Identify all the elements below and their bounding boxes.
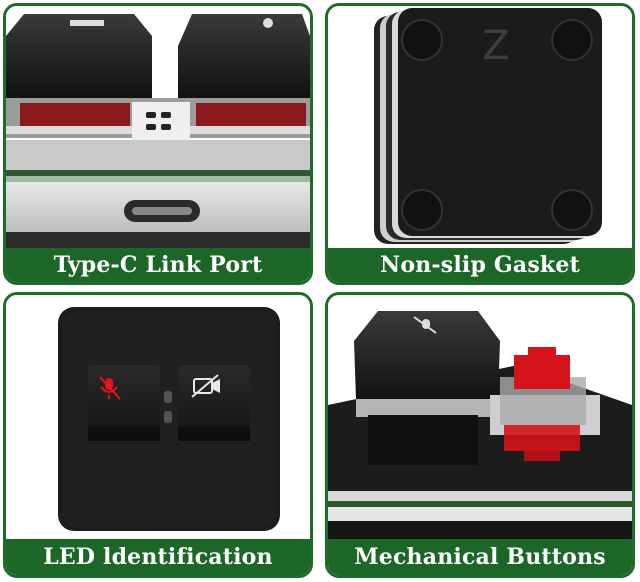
red-switch-stem xyxy=(514,355,570,389)
panel-mechanical-buttons: Mechanical Buttons xyxy=(325,292,635,578)
rubber-foot xyxy=(401,19,443,61)
panel-caption: Mechanical Buttons xyxy=(328,539,632,575)
rubber-foot xyxy=(401,189,443,231)
gasket-letter: Z xyxy=(482,23,510,69)
panel-caption: Non-slip Gasket xyxy=(328,248,632,282)
type-c-port-illustration xyxy=(6,6,310,250)
panel-led-identification: LED ldentification xyxy=(3,292,313,578)
camera-off-icon xyxy=(191,374,220,398)
key-legend-icon xyxy=(70,20,104,26)
panel-type-c-port: Type-C Link Port xyxy=(3,3,313,285)
microphone-mute-icon xyxy=(99,376,121,400)
mechanical-switch-illustration xyxy=(328,295,632,541)
gasket-illustration: Z xyxy=(328,6,632,250)
panel-caption: Type-C Link Port xyxy=(6,248,310,282)
panel-non-slip-gasket: Z Non-slip Gasket xyxy=(325,3,635,285)
led-illustration xyxy=(6,295,310,541)
rubber-foot xyxy=(551,189,593,231)
key-legend-icon xyxy=(263,18,273,28)
rubber-foot xyxy=(551,19,593,61)
microphone-mute-icon xyxy=(413,316,437,334)
panel-caption: LED ldentification xyxy=(6,539,310,575)
